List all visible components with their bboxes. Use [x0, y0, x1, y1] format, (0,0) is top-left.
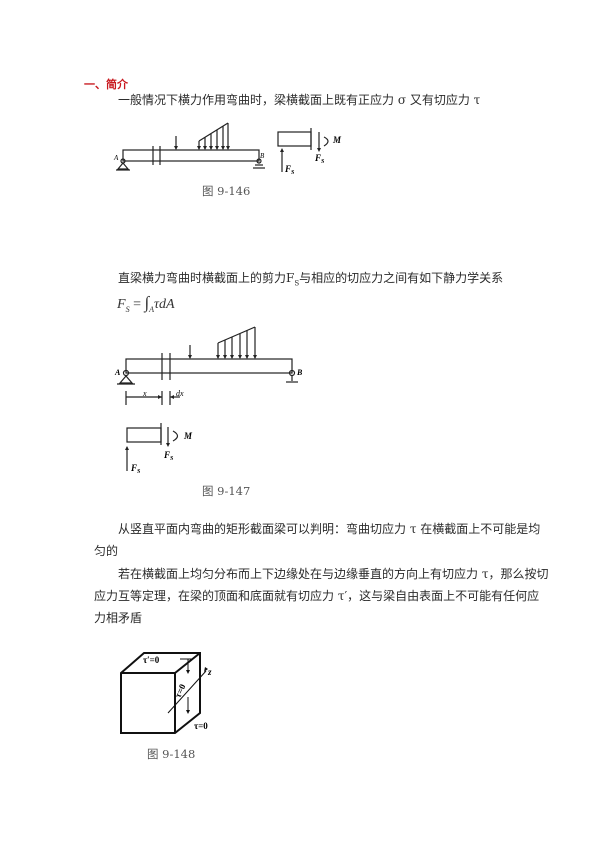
- paragraph-contradiction-line3: 力相矛盾: [94, 611, 143, 625]
- svg-text:z: z: [207, 667, 212, 677]
- svg-text:M: M: [332, 135, 342, 145]
- section-heading: 一、简介: [84, 78, 128, 91]
- svg-text:FS: FS: [163, 450, 174, 462]
- svg-text:A: A: [114, 368, 121, 377]
- svg-text:τ=0: τ=0: [194, 721, 208, 731]
- paragraph-contradiction-line2: 应力互等定理，在梁的顶面和底面就有切应力 τ′，这与梁自由表面上不可能有任何应: [94, 589, 540, 603]
- svg-text:M: M: [183, 431, 193, 441]
- svg-text:FS: FS: [314, 153, 325, 165]
- formula-shear-integral: FS = ∫AτdA: [117, 293, 175, 314]
- svg-text:B: B: [296, 368, 303, 377]
- paragraph-shear-relation: 直梁横力弯曲时横截面上的剪力FS与相应的切应力之间有如下静力学关系: [118, 271, 504, 288]
- svg-text:x: x: [142, 389, 147, 398]
- paragraph-intro: 一般情况下横力作用弯曲时，梁横截面上既有正应力 σ 又有切应力 τ: [118, 93, 481, 107]
- figure-9-146-caption: 图 9-146: [202, 184, 251, 198]
- paragraph-contradiction-line1: 若在横截面上均匀分布而上下边缘处在与边缘垂直的方向上有切应力 τ，那么按切: [118, 567, 549, 581]
- paragraph-nonuniform-line2: 匀的: [94, 544, 119, 558]
- figure-9-148-diagram: τ′=0 τ=0 z τ=0: [120, 652, 212, 734]
- svg-text:FS: FS: [130, 463, 141, 475]
- figure-9-146-diagram: A B M FS FS: [113, 122, 342, 176]
- paragraph-nonuniform-line1: 从竖直平面内弯曲的矩形截面梁可以判明：弯曲切应力 τ 在横截面上不可能是均: [118, 522, 541, 536]
- svg-text:FS: FS: [284, 164, 295, 176]
- figure-9-147-diagram: A B x dx M FS FS: [114, 326, 303, 475]
- svg-text:B: B: [260, 152, 265, 160]
- svg-text:A: A: [113, 154, 119, 162]
- figure-9-147-caption: 图 9-147: [202, 484, 251, 498]
- figure-9-148-caption: 图 9-148: [147, 747, 196, 761]
- svg-text:dx: dx: [176, 389, 184, 398]
- svg-text:τ′=0: τ′=0: [143, 655, 160, 665]
